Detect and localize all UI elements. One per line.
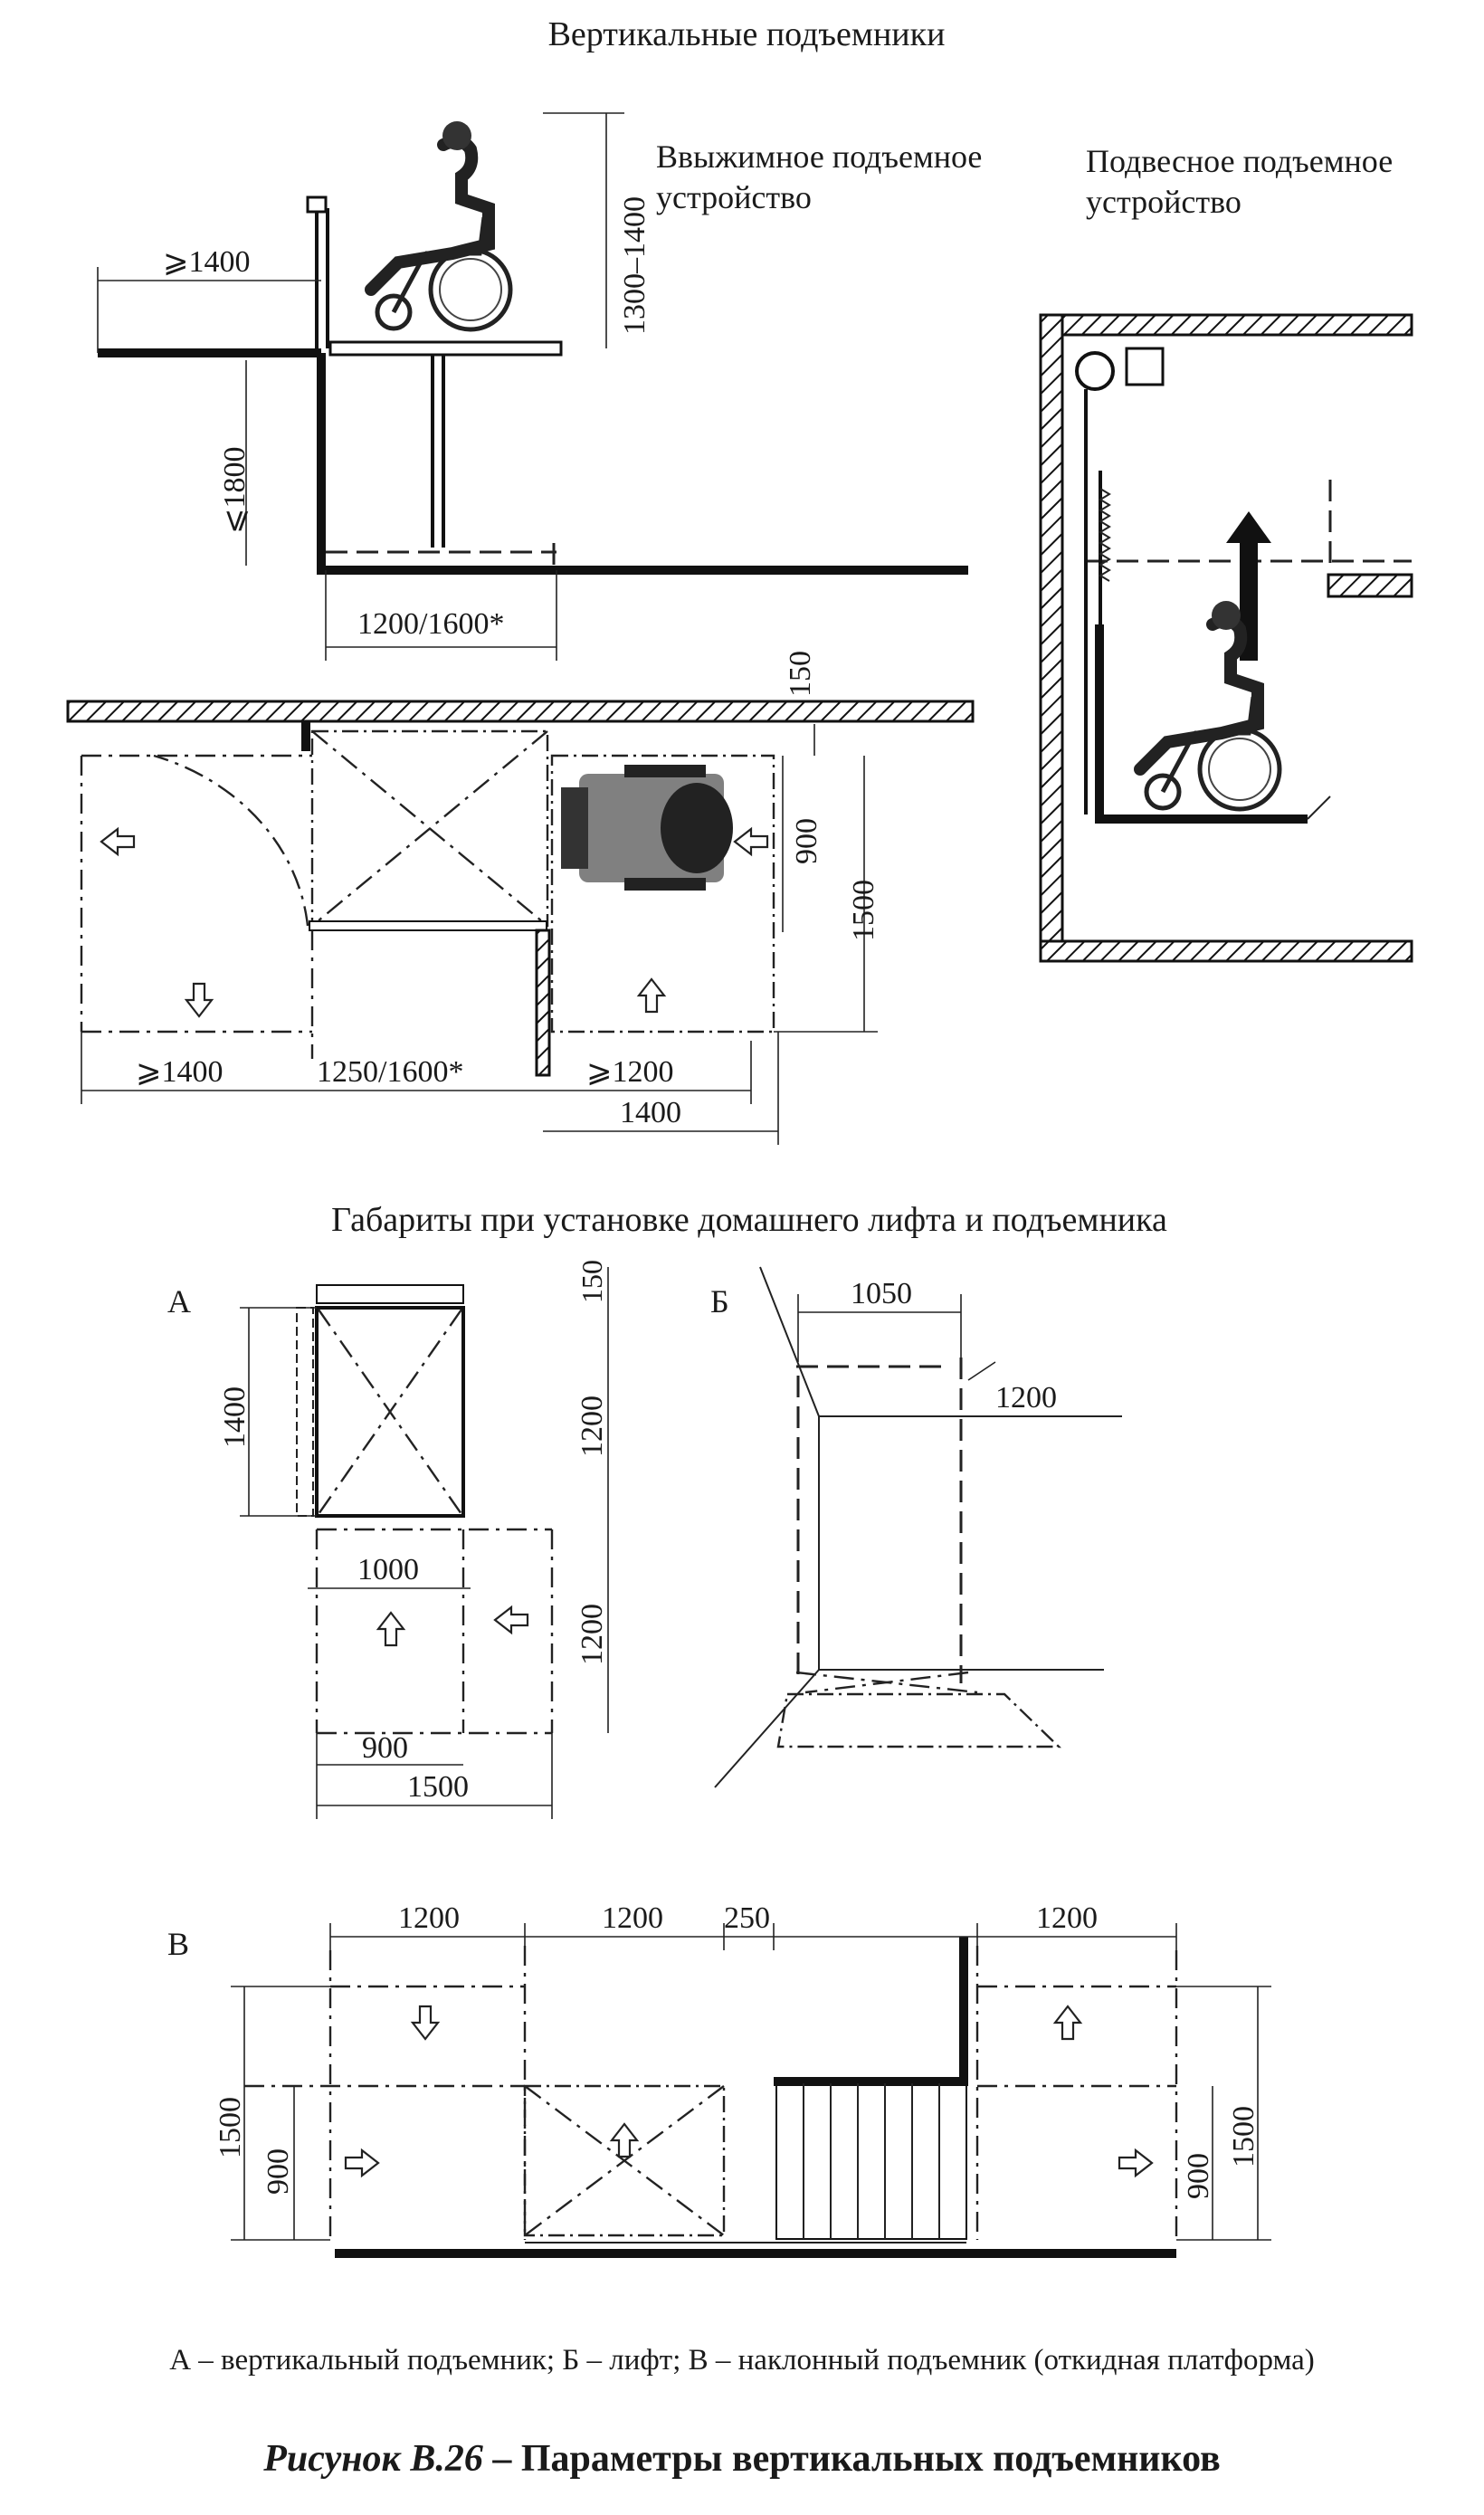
dim-1400-top: ⩾1400	[163, 245, 251, 279]
b-wall-diag-bottom	[714, 1669, 820, 1788]
a-dim-900: 900	[362, 1731, 408, 1765]
cab-ramp	[1307, 795, 1331, 820]
section-title-home-lift: Габариты при установке домашнего лифта и…	[331, 1201, 1167, 1239]
a-door-strip	[296, 1307, 314, 1517]
plan-view-top	[66, 700, 975, 1077]
v-arrow-icon-up-right	[1053, 2005, 1082, 2041]
v-stair-block	[775, 2082, 967, 2240]
a-arrow-icon-up	[376, 1611, 405, 1647]
hanging-lift-section	[1039, 313, 1413, 963]
hoist-motor	[1125, 347, 1165, 386]
v-dim-1200-a: 1200	[398, 1901, 460, 1935]
section-title-vertical-lifts: Вертикальные подъемники	[548, 15, 946, 53]
hoist-chain	[1099, 488, 1111, 582]
right-zone	[550, 754, 775, 1034]
dims-b: 1050 1200	[797, 1277, 1057, 1415]
label-b: Б	[710, 1283, 729, 1319]
label-hang-lift-line1: Подвесное подъемное	[1086, 143, 1393, 179]
dims-a: 150 1400 1200 1000 1200 900 1500	[218, 1260, 609, 1819]
a-dim-1200-bottom: 1200	[576, 1604, 609, 1665]
legend: А – вертикальный подъемник; Б – лифт; В …	[169, 2344, 1315, 2377]
a-dim-150: 150	[576, 1260, 608, 1303]
b-floor-zone	[776, 1692, 1061, 1748]
diagram-b	[714, 1266, 1122, 1788]
v-dim-250: 250	[724, 1901, 770, 1935]
v-arrow-icon-right-1	[344, 2148, 380, 2177]
hoist-drum	[1075, 351, 1115, 391]
label-a: А	[167, 1283, 191, 1319]
dim-900: 900	[790, 818, 823, 864]
b-wall-diag-top	[759, 1266, 820, 1417]
v-dim-1200-b: 1200	[602, 1901, 663, 1935]
dim-1400-left: ⩾1400	[136, 1055, 224, 1089]
lift-platform	[328, 340, 563, 357]
dim-1800: ⩽1800	[218, 447, 252, 535]
v-platform	[523, 2084, 726, 2237]
dim-1500: 1500	[847, 880, 880, 941]
shaft-ceiling	[1039, 313, 1413, 337]
caption-text: – Параметры вертикальных подъемников	[483, 2438, 1221, 2480]
arrow-icon-left-zone-1	[100, 827, 136, 856]
v-arrow-icon-right-2	[1118, 2148, 1154, 2177]
dims-v: 1200 1200 250 1200 1500 900 900 1500	[214, 1901, 1271, 2241]
label-push-lift-line1: Ввыжимное подъемное	[656, 138, 982, 175]
b-cross-2	[804, 1671, 969, 1694]
wheelchair-top-view	[561, 765, 733, 891]
v-dim-900-right: 900	[1182, 2153, 1215, 2199]
plan-wall-vertical-hatch	[535, 929, 551, 1077]
lift-door-threshold	[309, 920, 547, 931]
v-platform-cross-2	[524, 2085, 725, 2236]
dim-1400-bottom: 1400	[620, 1096, 681, 1129]
control-panel	[306, 195, 328, 214]
v-arrow-icon-down	[411, 2005, 440, 2041]
a-dim-1000: 1000	[357, 1553, 419, 1586]
dims-push-lift: ⩾1400 1300–1400 ⩽1800 1200/1600*	[97, 112, 652, 661]
dims-plan-top: 150 900 1500 ⩾1400 1250/1600* ⩾1200 1400	[81, 651, 880, 1145]
arrow-icon-left-zone-2	[185, 982, 214, 1018]
diagram-v	[244, 1937, 1178, 2258]
label-v: В	[167, 1926, 189, 1962]
lift-car-cross-b	[311, 730, 548, 927]
arrow-icon-right-zone-left	[733, 827, 769, 856]
wheelchair-user-figure-hang	[1140, 601, 1279, 809]
dim-1200-right: ⩾1200	[586, 1055, 674, 1089]
label-push-lift-line2: устройство	[656, 179, 812, 215]
dim-1300-1400: 1300–1400	[618, 196, 652, 335]
a-wall-strip	[316, 1284, 464, 1304]
diagram-a	[296, 1284, 554, 1735]
b-dim-1050: 1050	[851, 1277, 912, 1310]
v-dim-1500-left: 1500	[214, 2097, 247, 2158]
a-dim-1200-top: 1200	[576, 1396, 609, 1457]
shaft-floor	[1039, 939, 1413, 963]
wheelchair-user-figure	[371, 121, 510, 329]
door-swing-arc	[153, 754, 309, 927]
a-lift-car	[315, 1306, 465, 1518]
a-cross-2	[318, 1309, 462, 1515]
a-dim-1400: 1400	[218, 1386, 252, 1448]
v-dim-1200-c: 1200	[1036, 1901, 1098, 1935]
dim-150: 150	[784, 651, 817, 697]
push-lift-elevation	[98, 121, 968, 575]
b-dim-1200: 1200	[995, 1381, 1057, 1415]
v-dim-1500-right: 1500	[1227, 2106, 1260, 2167]
dim-1250-1600: 1250/1600*	[317, 1055, 463, 1089]
v-dim-900-left: 900	[262, 2148, 295, 2195]
shaft-left-wall	[1039, 313, 1064, 950]
arrow-icon-right-zone-up	[637, 977, 666, 1014]
label-hang-lift-line2: устройство	[1086, 184, 1241, 220]
a-dim-1500: 1500	[407, 1770, 469, 1804]
upper-landing-slab	[1327, 573, 1413, 598]
caption-prefix: Рисунок В.26	[262, 2438, 483, 2480]
plan-wall	[66, 700, 975, 723]
up-direction-arrow	[1226, 511, 1271, 661]
dim-1200-1600: 1200/1600*	[357, 607, 504, 641]
figure-caption: Рисунок В.26 – Параметры вертикальных по…	[262, 2438, 1221, 2480]
a-arrow-icon-left	[493, 1605, 529, 1634]
v-arrow-icon-up	[610, 2122, 639, 2158]
